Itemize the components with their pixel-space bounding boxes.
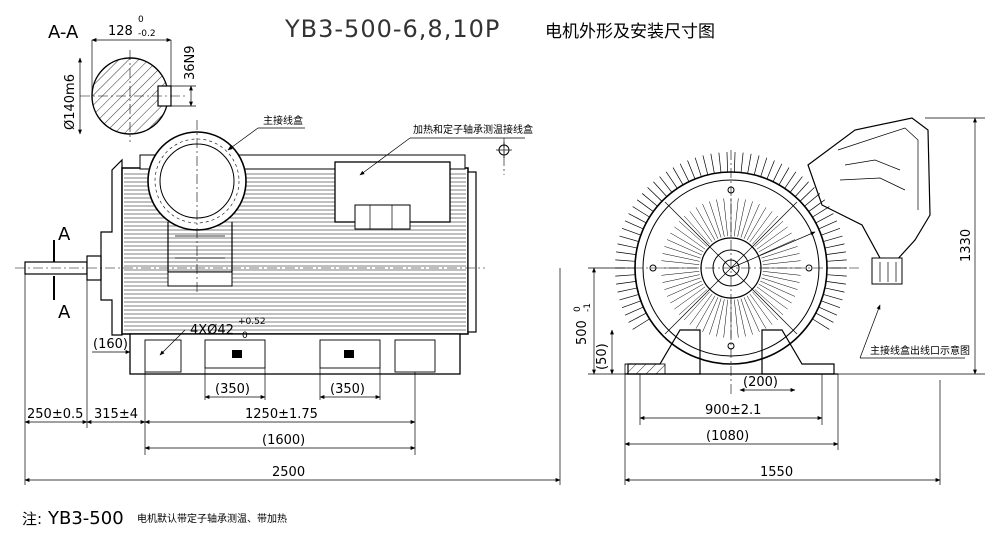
dim-1550: 1550 [760,465,793,480]
note-text: 电机默认带定子轴承测温、带加热 [137,512,287,525]
motor-front-view: 主接线盒出线口示意图 [615,117,970,395]
front-cooling-fins [615,152,847,330]
hole-tol-upper: +0.52 [238,317,266,327]
dim-1250: 1250±1.75 [245,407,318,422]
dim-250: 250±0.5 [27,407,83,422]
note-model: YB3-500 [47,508,124,529]
dim-50: (50) [595,343,610,370]
main-box-label: 主接线盒 [263,114,303,127]
title-description: 电机外形及安装尺寸图 [545,22,715,42]
dim-350-a: (350) [215,382,250,397]
bottom-note: 注: YB3-500 电机默认带定子轴承测温、带加热 [22,508,287,529]
hole-tol-lower: 0 [242,331,248,341]
dim-1080: (1080) [706,429,749,444]
section-shaft-dim: Ø140m6 [63,74,78,130]
aux-box-label: 加热和定子轴承测温接线盒 [413,123,533,136]
section-width-dim: 128 [108,24,133,39]
dim-2500: 2500 [272,465,305,480]
dim-900: 900±2.1 [705,403,761,418]
front-view-dimensions: 500 0 -1 (50) (200) 900±2.1 (1080) 1550 … [573,117,985,485]
front-height-tol-upper: 0 [573,306,583,312]
dim-1330: 1330 [959,229,974,262]
dim-160: (160) [93,337,128,352]
hole-dim: 4XØ42 [190,323,234,338]
section-width-tol-lower: -0.2 [138,29,156,39]
front-height-tol-lower: -1 [583,303,593,312]
dim-1600: (1600) [262,433,305,448]
section-marker-bottom: A [58,302,71,323]
note-prefix: 注: [22,510,42,528]
section-aa-view: A-A 128 0 -0.2 36N9 Ø140m6 [48,15,198,142]
motor-side-view: A A 主接线盒 加热和定子轴承测温接线盒 [15,114,533,375]
front-height: 500 [575,320,590,345]
section-marker-top: A [58,224,71,245]
side-view-dimensions: 4XØ42 +0.52 0 (160) (350) (350) 250±0.5 … [24,268,561,485]
section-key-dim: 36N9 [183,45,198,80]
dim-350-b: (350) [330,382,365,397]
title-model: YB3-500-6,8,10P [284,15,500,43]
section-width-tol-upper: 0 [138,15,144,25]
section-label: A-A [48,22,79,43]
outlet-note: 主接线盒出线口示意图 [870,344,970,357]
dim-200: (200) [743,375,778,390]
dim-315: 315±4 [94,407,138,422]
